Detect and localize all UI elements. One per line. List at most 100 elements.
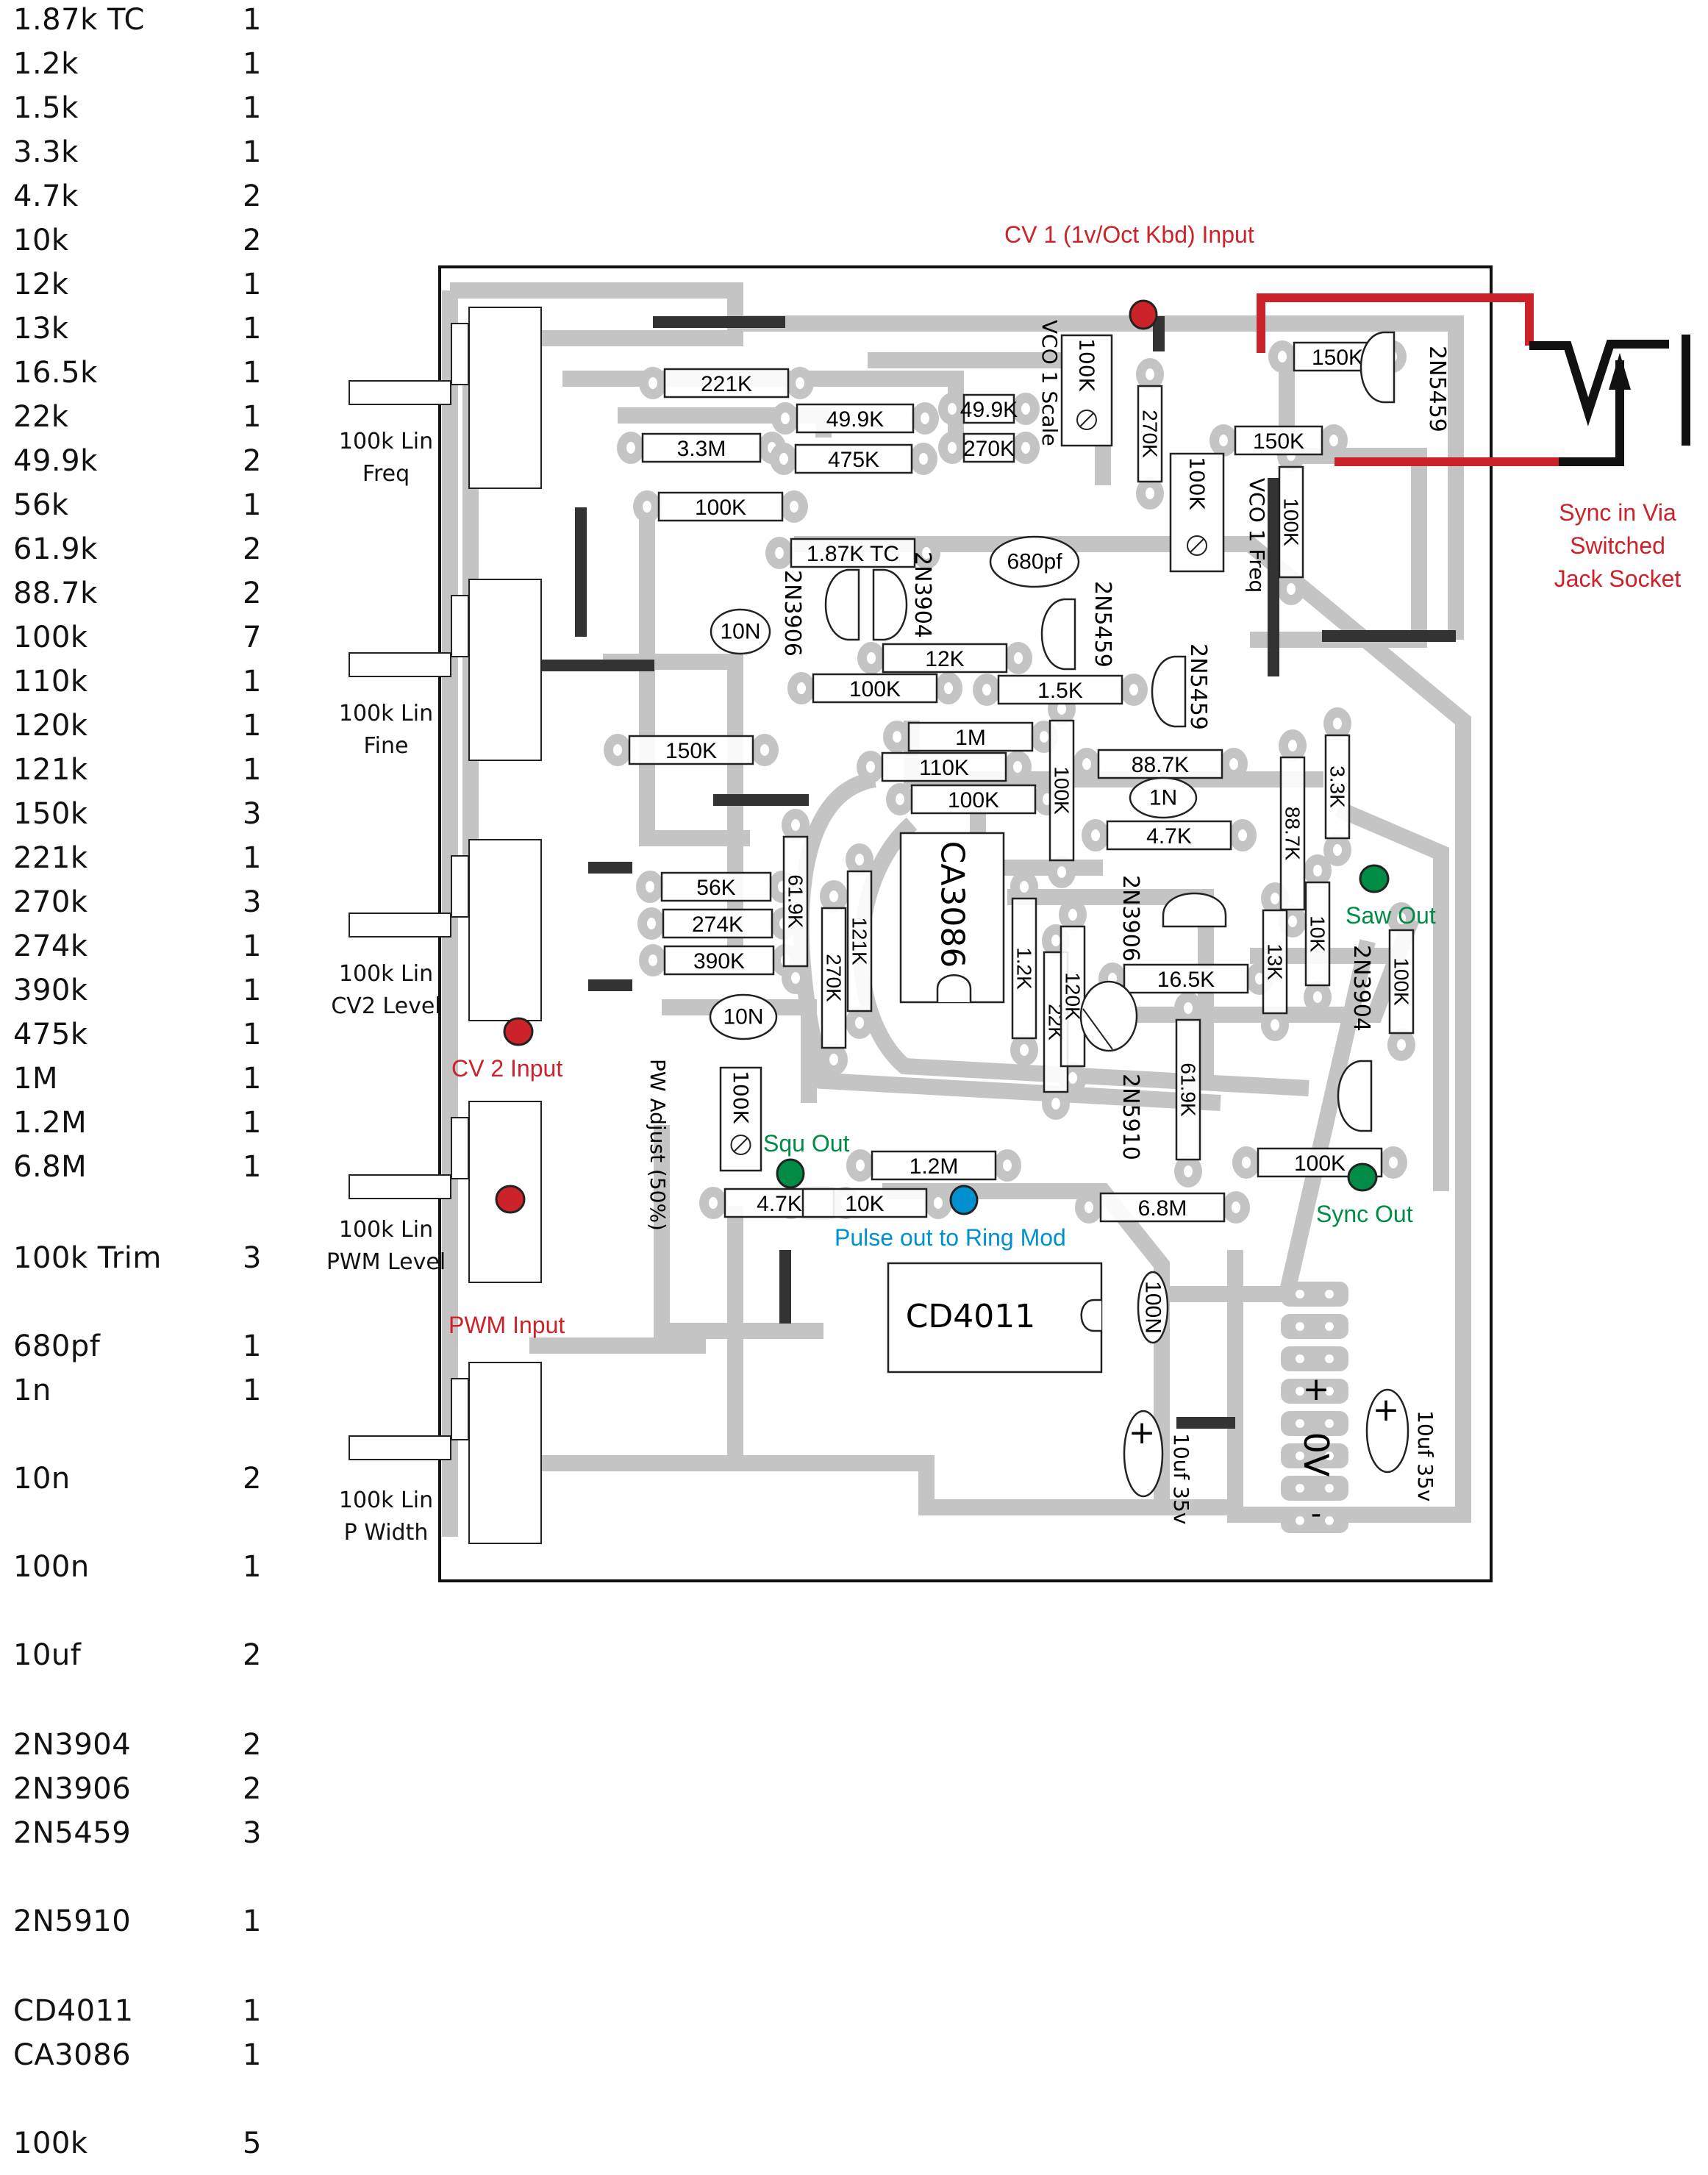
resistor-body	[801, 1188, 928, 1218]
part-qty: 2	[243, 224, 262, 257]
transistor-label: 2N5459	[1424, 346, 1450, 432]
trimmer-adjust-icon[interactable]	[1076, 410, 1097, 430]
drill-hole	[643, 501, 651, 512]
drill-hole	[1146, 368, 1154, 380]
part-value: 100k	[13, 2126, 88, 2160]
pwm-input-jack[interactable]	[495, 1185, 526, 1214]
resistor-vertical: 13K	[1262, 909, 1288, 1015]
resistor-vertical: 61.9K	[1175, 1018, 1201, 1161]
resistor-label: 121K	[848, 917, 871, 965]
sync-out-label: Sync Out	[1316, 1201, 1413, 1227]
part-value: 56k	[13, 488, 69, 522]
sync-out-jack[interactable]	[1347, 1162, 1378, 1192]
power-pin	[1296, 1484, 1304, 1493]
drill-hole	[1020, 1044, 1029, 1056]
part-value: 150k	[13, 797, 88, 831]
trimmer-adjust-icon[interactable]	[730, 1135, 751, 1155]
drill-hole	[1068, 1072, 1077, 1084]
part-value: 100k Trim	[13, 1241, 162, 1275]
resistor-body	[1011, 897, 1037, 1040]
pot-bushing	[451, 855, 469, 918]
part-value: 3.3k	[13, 135, 79, 169]
pot-label-value: 100k Lin	[339, 701, 433, 726]
part-value: 6.8M	[13, 1150, 87, 1184]
power-pin-pair	[1281, 1346, 1348, 1371]
power-pin-pair	[1281, 1282, 1348, 1307]
part-qty: 1	[243, 929, 262, 963]
saw-out-jack[interactable]	[1359, 864, 1390, 893]
trimmer-body	[719, 1066, 762, 1172]
pot-shaft[interactable]	[349, 1174, 451, 1199]
trimmer-slot	[1079, 413, 1094, 427]
squ-out-jack[interactable]	[776, 1158, 805, 1189]
drill-hole	[1271, 1019, 1279, 1031]
resistor: 274K	[662, 908, 773, 939]
resistor-vertical: 100K	[1278, 465, 1304, 579]
part-value: 1.5k	[13, 91, 79, 125]
capacitor-label: 10uf 35v	[1413, 1410, 1437, 1501]
polarity-plus-icon: +	[1373, 1391, 1400, 1429]
part-qty: 1	[243, 1550, 262, 1584]
capacitor: 680pf	[989, 535, 1080, 588]
pot-bushing	[451, 323, 469, 385]
jack-tip-contact	[1559, 360, 1624, 466]
trimmer-adjust-icon[interactable]	[1187, 535, 1207, 556]
pot-label-value: 100k Lin	[339, 961, 433, 987]
resistor-body	[662, 908, 773, 939]
resistor-vertical: 10K	[1304, 881, 1331, 987]
transistor-tab	[1082, 1008, 1113, 1050]
part-qty: 2	[243, 1728, 262, 1762]
resistor: 390K	[663, 945, 775, 976]
cv1-input-jack[interactable]	[1129, 299, 1158, 330]
power-pin-pair	[1281, 1508, 1348, 1533]
cv2-input-jack[interactable]	[503, 1017, 534, 1046]
pot-shaft[interactable]	[349, 652, 451, 677]
power-connector[interactable]: +0V-	[1281, 1282, 1348, 1533]
power-pin-pair	[1281, 1411, 1348, 1436]
capacitor: 10N	[709, 993, 778, 1040]
part-qty: 2	[243, 444, 262, 478]
resistor-label: 100K	[1051, 766, 1073, 815]
transistor-label: 2N3906	[779, 570, 805, 657]
resistor-label: 110K	[919, 756, 969, 780]
pulse-out-jack[interactable]	[949, 1185, 979, 1215]
pot-shaft[interactable]	[349, 913, 451, 938]
part-qty: 1	[243, 1374, 262, 1407]
transistor: 2N3906	[779, 568, 860, 657]
pot-body	[468, 1362, 542, 1544]
resistor-body	[1262, 909, 1288, 1015]
drill-hole	[896, 793, 904, 805]
drill-hole	[1040, 731, 1048, 743]
pot-shaft[interactable]	[349, 380, 451, 405]
part-qty: 1	[243, 47, 262, 81]
part-value: 120k	[13, 709, 88, 743]
trimmer-label: 100K	[1185, 457, 1209, 510]
power-pin	[1325, 1419, 1334, 1428]
drill-hole	[1003, 1160, 1012, 1171]
power-pin	[1325, 1322, 1334, 1331]
part-qty: 1	[243, 2038, 262, 2072]
pot-shaft[interactable]	[349, 1435, 451, 1460]
drill-hole	[1051, 1098, 1060, 1110]
drill-hole	[1397, 1039, 1406, 1051]
resistor: 1.5K	[997, 674, 1123, 705]
drill-hole	[921, 413, 929, 424]
part-qty: 1	[243, 400, 262, 434]
capacitor: 10N	[710, 608, 771, 655]
transistor: 2N3904	[872, 551, 935, 641]
